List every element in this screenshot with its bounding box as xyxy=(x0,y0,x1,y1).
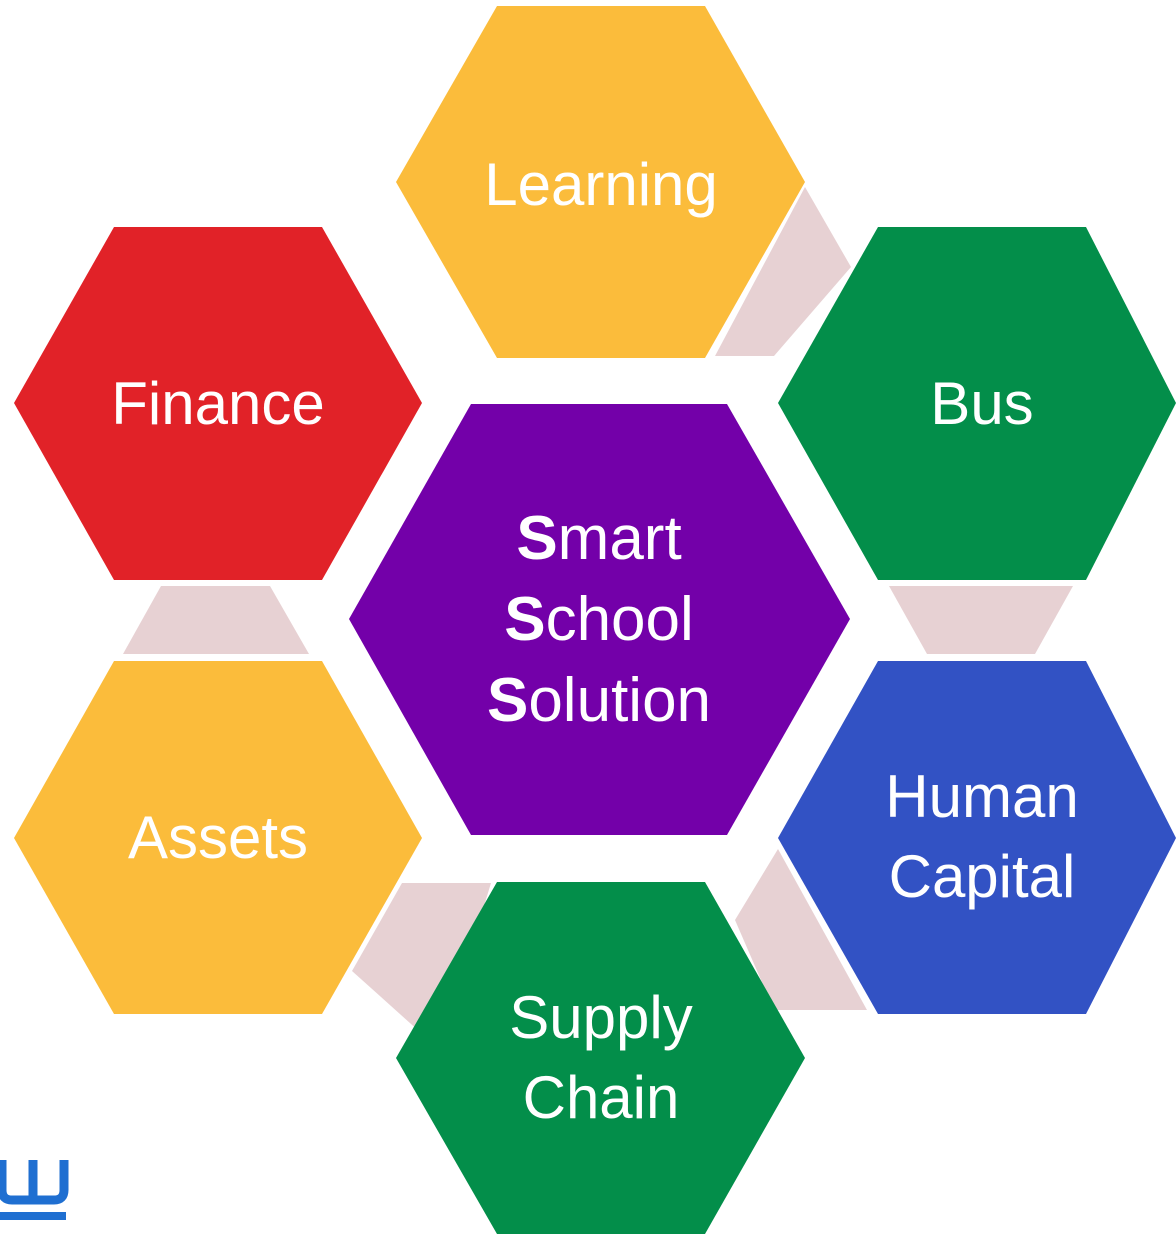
hex-finance-label: Finance xyxy=(111,370,324,437)
hex-learning-label: Learning xyxy=(484,151,718,218)
hex-human-capital-shape xyxy=(778,661,1176,1014)
hex-finance-shape xyxy=(14,227,422,580)
hex-center: Smart School Solution xyxy=(349,404,850,835)
logo-mark xyxy=(0,1160,69,1205)
center-line-smart: Smart xyxy=(516,504,681,573)
hex-human-capital-label-2: Capital xyxy=(889,843,1076,910)
center-line-solution: Solution xyxy=(487,666,711,735)
hex-learning: Learning xyxy=(396,6,805,358)
hex-supply-chain-label: Supply xyxy=(509,984,692,1051)
center-initial-s-3: S xyxy=(487,666,528,735)
hex-assets-label: Assets xyxy=(128,804,308,871)
hex-bus-shape xyxy=(778,227,1176,580)
center-rest-smart: mart xyxy=(558,504,682,573)
connector-learning-bus xyxy=(715,187,851,356)
hex-learning-shape xyxy=(396,6,805,358)
center-initial-s-1: S xyxy=(516,504,557,573)
hex-supply-chain-label-2: Chain xyxy=(523,1064,680,1131)
hex-bus: Bus xyxy=(778,227,1176,580)
center-line-school: School xyxy=(504,585,694,654)
connector-bus-human-capital xyxy=(889,586,1073,654)
center-rest-solution: olution xyxy=(528,666,711,735)
hex-human-capital: Human Capital xyxy=(778,661,1176,1014)
hex-supply-chain: Supply Chain xyxy=(396,882,805,1234)
hex-finance: Finance xyxy=(14,227,422,580)
company-logo-icon xyxy=(0,1160,69,1220)
hex-assets-shape xyxy=(14,661,422,1014)
connector-human-capital-supply-chain xyxy=(735,849,867,1010)
center-rest-school: chool xyxy=(546,585,694,654)
logo-underline xyxy=(0,1212,66,1220)
connector-finance-assets xyxy=(123,586,309,654)
hex-supply-chain-shape xyxy=(396,882,805,1234)
hex-center-shape xyxy=(349,404,850,835)
connectors xyxy=(123,187,1073,1050)
hex-assets: Assets xyxy=(14,661,422,1014)
connector-supply-chain-assets xyxy=(352,883,491,1050)
hex-human-capital-label: Human xyxy=(885,763,1078,830)
hex-bus-label: Bus xyxy=(930,370,1033,437)
center-initial-s-2: S xyxy=(504,585,545,654)
